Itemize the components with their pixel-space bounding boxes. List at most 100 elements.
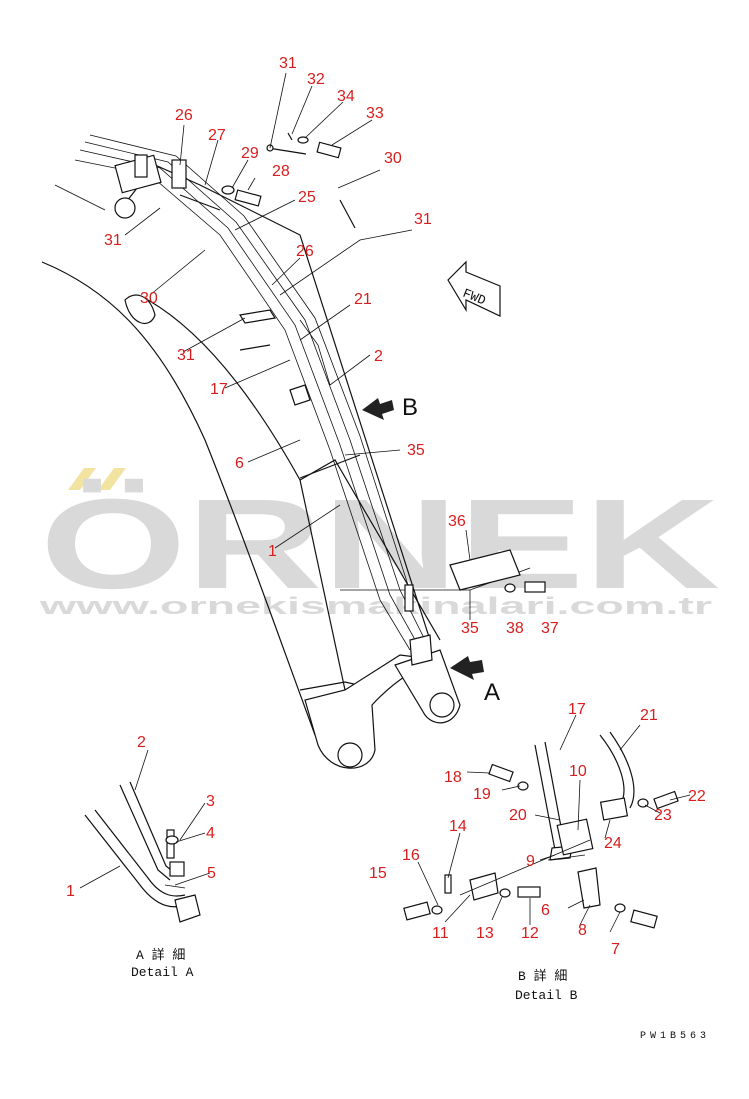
detail-a-caption-en: Detail A: [131, 965, 194, 980]
callout-labels: 31 32 34 33 30 31 26 27 29 28 25 26 31 3…: [66, 55, 706, 958]
captions: A 詳 細 Detail A B 詳 細 Detail B PW1B563: [131, 947, 710, 1042]
detail-b-bolt-15: [403, 901, 431, 921]
boom-foot-pin: [429, 692, 455, 718]
clamp-bar-36: [449, 549, 521, 591]
callout-2: 2: [374, 348, 383, 365]
detail-b-connector: [459, 839, 591, 896]
plate-31: [239, 309, 276, 324]
callout-detail-b-14: 14: [449, 818, 467, 835]
clamp-lower: [409, 634, 433, 666]
detail-b-plate-11: [469, 872, 499, 901]
boom-tip-pin: [337, 742, 363, 768]
detail-b-shim-14: [444, 874, 452, 894]
callout-detail-b-10: 10: [569, 763, 587, 780]
callout-38: 38: [506, 620, 524, 637]
detail-a-tube-2: [119, 784, 171, 881]
band-35: [299, 454, 361, 479]
callout-1: 1: [268, 543, 277, 560]
callout-30: 30: [384, 150, 402, 167]
callout-detail-b-12: 12: [521, 925, 539, 942]
callout-detail-b-11: 11: [432, 925, 449, 942]
callout-36: 36: [448, 513, 466, 530]
pin-30: [339, 199, 356, 229]
bolt-28: [234, 189, 262, 207]
detail-a-block: [169, 861, 185, 877]
view-arrow-b: B: [362, 394, 418, 421]
callout-detail-b-17: 17: [568, 701, 586, 718]
callout-detail-b-16: 16: [402, 847, 420, 864]
detail-a-washer-4: [165, 835, 179, 845]
clamps: [114, 154, 521, 666]
callout-detail-a-5: 5: [207, 865, 216, 882]
hose-2: [79, 149, 419, 646]
callout-detail-b-24: 24: [604, 835, 622, 852]
detail-a-hose-1b: [94, 809, 186, 897]
boom-outer-curve: [41, 261, 316, 736]
arrow-b-icon: [362, 398, 394, 420]
drawing-code: PW1B563: [640, 1031, 710, 1042]
detail-b-washer-13: [499, 888, 511, 898]
callout-detail-b-21: 21: [640, 707, 658, 724]
callout-6: 6: [235, 455, 244, 472]
detail-b-flange-24: [599, 797, 629, 821]
callout-31: 31: [414, 211, 432, 228]
detail-b-block-10: [556, 818, 594, 856]
callout-26: 26: [296, 243, 314, 260]
plate-26: [171, 159, 187, 189]
detail-b-washer-16: [431, 905, 443, 915]
callout-detail-b-13: 13: [476, 925, 494, 942]
bolt-31-top: [267, 147, 307, 155]
watermark-accent-left: [68, 468, 96, 490]
bolt-vertical: [404, 584, 414, 612]
fwd-arrow: FWD: [447, 260, 501, 317]
bolt-33: [316, 141, 342, 159]
callout-35: 35: [407, 442, 425, 459]
callout-29: 29: [241, 145, 259, 162]
hose-4: [89, 134, 409, 586]
callout-30: 30: [140, 290, 158, 307]
callout-detail-a-2: 2: [137, 734, 146, 751]
detail-b-bolt-18: [488, 763, 514, 783]
detail-b-tube-21b: [609, 731, 635, 809]
detail-a-caption-jp: A 詳 細: [136, 947, 185, 963]
callout-detail-a-3: 3: [206, 793, 215, 810]
callout-34: 34: [337, 88, 355, 105]
washer-38: [504, 583, 516, 593]
detail-b-bolt-7: [630, 909, 658, 929]
leader-lines: [124, 72, 471, 620]
detail-b-tube-17: [534, 744, 556, 851]
boom-upper-edge: [147, 299, 346, 691]
detail-a-shim-5: [164, 884, 186, 889]
detail-b-washer-19: [517, 781, 529, 791]
view-arrow-a: A: [450, 656, 500, 706]
washer-34: [297, 136, 309, 144]
callout-37: 37: [541, 620, 559, 637]
callout-26: 26: [175, 107, 193, 124]
detail-b-tube-21: [599, 734, 625, 806]
detail-b-shim-9: [547, 854, 586, 861]
watermark-accent-right: [98, 468, 126, 490]
callout-31: 31: [279, 55, 297, 72]
detail-a-clamp: [174, 894, 201, 923]
callout-detail-b-23: 23: [654, 807, 672, 824]
view-label-b: B: [402, 394, 418, 421]
clamp-17: [289, 384, 311, 406]
detail-b-caption-en: Detail B: [515, 988, 578, 1003]
pin-boss: [114, 197, 136, 219]
callout-detail-a-4: 4: [206, 825, 215, 842]
callout-detail-b-8: 8: [578, 922, 587, 939]
callout-detail-b-19: 19: [473, 786, 491, 803]
arrow-a-icon: [450, 656, 484, 680]
bolt-37: [524, 581, 546, 593]
detail-b-pin-8: [577, 867, 601, 909]
boom-outline: [41, 164, 461, 769]
callout-31: 31: [104, 232, 122, 249]
callout-33: 33: [366, 105, 384, 122]
callout-detail-b-22: 22: [688, 788, 706, 805]
callout-27: 27: [208, 127, 226, 144]
callout-31: 31: [177, 347, 195, 364]
bolt-27: [179, 194, 221, 211]
callout-detail-b-18: 18: [444, 769, 462, 786]
plate-31b: [239, 344, 271, 351]
